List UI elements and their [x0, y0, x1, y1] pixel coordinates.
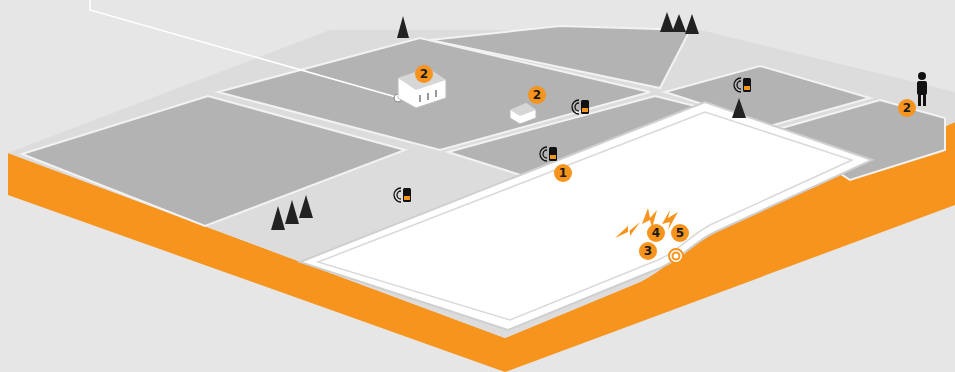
sensor-band — [744, 86, 750, 90]
sensor-band — [404, 196, 410, 200]
callout-number: 2 — [528, 86, 546, 104]
sensor-icon — [403, 188, 411, 202]
sensor-icon — [549, 147, 557, 161]
callout-number: 2 — [898, 99, 916, 117]
callout-number: 4 — [647, 224, 665, 242]
sensor-icon — [743, 78, 751, 92]
signal-arc — [397, 191, 401, 199]
signal-arc — [540, 147, 547, 161]
signal-arc — [394, 188, 401, 202]
callout-number: 2 — [415, 65, 433, 83]
callout-number: 5 — [671, 224, 689, 242]
sensor-band — [582, 108, 588, 112]
callout-number: 3 — [639, 242, 657, 260]
signal-arc — [737, 81, 741, 89]
sensor-icon — [581, 100, 589, 114]
callout-number: 1 — [554, 164, 572, 182]
signal-arc — [572, 100, 579, 114]
sensor-band — [550, 155, 556, 159]
signal-arc — [543, 150, 547, 158]
signal-arc — [734, 78, 741, 92]
signal-arc — [575, 103, 579, 111]
